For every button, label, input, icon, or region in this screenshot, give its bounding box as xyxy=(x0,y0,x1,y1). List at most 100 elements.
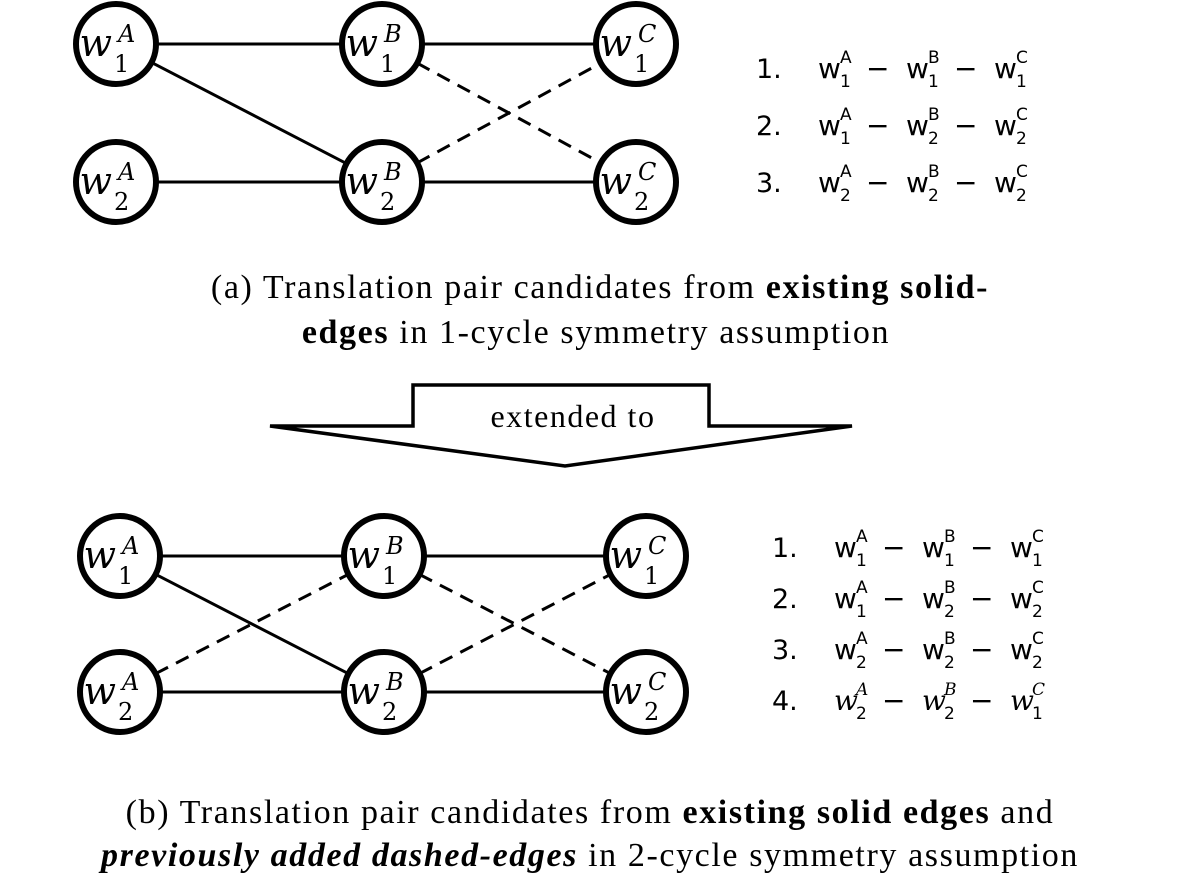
candidate-number: 1. xyxy=(772,533,798,564)
candidate-subscript: 2 xyxy=(1016,129,1027,149)
candidate-separator: − xyxy=(970,684,993,717)
candidate-superscript: A xyxy=(856,629,868,649)
candidate-word: w xyxy=(834,582,857,615)
node-superscript: B xyxy=(383,20,402,48)
candidate-superscript: A xyxy=(856,578,868,598)
candidate-subscript: 1 xyxy=(840,72,851,92)
node-superscript: B xyxy=(383,158,402,186)
solid-edge-a-w1A-to-a-w2B xyxy=(150,61,348,165)
candidate-number: 4. xyxy=(772,686,798,717)
node-subscript: 1 xyxy=(634,50,649,78)
candidate-subscript: 2 xyxy=(928,186,939,206)
candidate-word: w xyxy=(1010,684,1034,717)
node-circle xyxy=(603,513,689,599)
node-superscript: C xyxy=(648,532,666,560)
candidate-word: w xyxy=(1010,633,1033,666)
dashed-edge-b-w2A-to-b-w1B xyxy=(154,572,350,676)
node-label: w xyxy=(79,21,112,65)
candidate-subscript: 2 xyxy=(944,602,955,622)
candidate-superscript: B xyxy=(928,105,940,125)
node-label: w xyxy=(609,533,642,577)
candidate-item: 4.wA2−wB2−wC1 xyxy=(772,680,1045,724)
candidate-separator: − xyxy=(970,633,993,666)
node-subscript: 2 xyxy=(644,698,659,726)
node-subscript: 1 xyxy=(644,562,659,590)
candidate-separator: − xyxy=(882,633,905,666)
candidate-superscript: A xyxy=(856,527,868,547)
candidate-subscript: 2 xyxy=(1032,653,1043,673)
node-superscript: B xyxy=(385,668,404,696)
caption-a-line-2: edges in 1-cycle symmetry assumption xyxy=(302,314,890,351)
candidate-separator: − xyxy=(866,109,889,142)
candidate-subscript: 1 xyxy=(840,129,851,149)
node-circle xyxy=(593,1,679,87)
node-label: w xyxy=(347,669,380,713)
candidate-word: w xyxy=(906,109,929,142)
candidate-subscript: 1 xyxy=(944,551,955,571)
candidate-separator: − xyxy=(970,531,993,564)
candidate-subscript: 2 xyxy=(856,704,867,724)
candidate-subscript: 2 xyxy=(840,186,851,206)
candidate-separator: − xyxy=(882,531,905,564)
node-circle xyxy=(603,649,689,735)
candidate-superscript: B xyxy=(944,527,956,547)
candidate-subscript: 2 xyxy=(944,704,955,724)
candidate-word: w xyxy=(994,109,1017,142)
candidate-word: w xyxy=(922,531,945,564)
candidate-subscript: 1 xyxy=(928,72,939,92)
candidate-superscript: C xyxy=(1032,629,1044,649)
arrow-label: extended to xyxy=(491,398,656,434)
candidate-word: w xyxy=(922,582,945,615)
node-label: w xyxy=(345,21,378,65)
candidate-superscript: A xyxy=(854,680,868,700)
panel-a-edges xyxy=(150,42,602,184)
candidate-superscript: B xyxy=(944,578,956,598)
candidate-superscript: A xyxy=(840,162,852,182)
node-subscript: 2 xyxy=(114,188,129,216)
dashed-edge-b-w2B-to-b-w1C xyxy=(418,573,612,675)
candidate-separator: − xyxy=(954,109,977,142)
node-label: w xyxy=(599,159,632,203)
candidate-subscript: 2 xyxy=(856,653,867,673)
node-subscript: 1 xyxy=(118,562,133,590)
candidate-word: w xyxy=(818,109,841,142)
node-label: w xyxy=(609,669,642,713)
node-subscript: 2 xyxy=(118,698,133,726)
candidate-separator: − xyxy=(954,52,977,85)
down-arrow-shape xyxy=(269,383,853,468)
node-circle xyxy=(73,139,159,225)
candidate-number: 2. xyxy=(756,111,782,142)
candidate-word: w xyxy=(922,684,946,717)
candidate-separator: − xyxy=(882,582,905,615)
node-circle xyxy=(339,139,425,225)
candidate-superscript: B xyxy=(944,629,956,649)
candidate-word: w xyxy=(818,52,841,85)
candidate-subscript: 1 xyxy=(856,551,867,571)
solid-edge-b-w1A-to-b-w2B xyxy=(154,572,350,676)
candidate-number: 1. xyxy=(756,54,782,85)
node-label: w xyxy=(83,533,116,577)
candidate-word: w xyxy=(1010,582,1033,615)
candidate-subscript: 2 xyxy=(1016,186,1027,206)
node-label: w xyxy=(79,159,112,203)
node-circle xyxy=(341,649,427,735)
dashed-edge-a-w2B-to-a-w1C xyxy=(416,61,602,165)
node-superscript: A xyxy=(120,532,139,560)
node-subscript: 1 xyxy=(380,50,395,78)
candidate-superscript: C xyxy=(1032,680,1045,700)
candidate-word: w xyxy=(994,52,1017,85)
